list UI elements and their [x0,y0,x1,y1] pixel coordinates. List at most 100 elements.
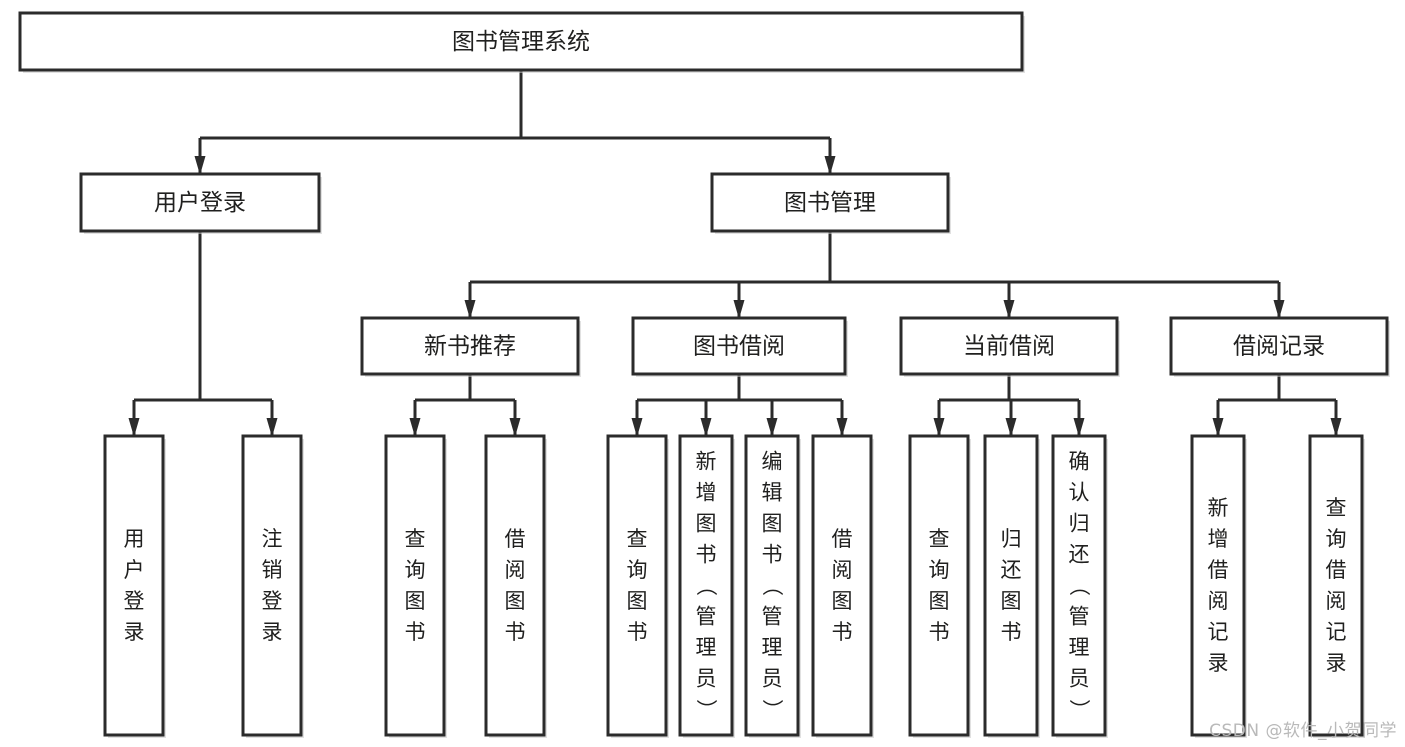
svg-text:录: 录 [1208,651,1229,675]
node-box[interactable] [710,172,950,233]
svg-text:图: 图 [762,512,783,536]
node-box[interactable] [908,434,970,737]
svg-text:询: 询 [405,558,426,582]
node-book-borrow[interactable]: 图书借阅 [631,316,848,377]
arrow-head-icon [1003,300,1015,319]
arrow-head-icon [631,418,643,437]
arrow-head-icon [766,418,778,437]
arrow-head-icon [1330,418,1342,437]
arrow-head-icon [700,418,712,437]
node-new-book-recommend[interactable]: 新书推荐 [360,316,581,377]
node-box[interactable] [79,172,321,233]
svg-text:员: 员 [696,667,717,691]
node-box[interactable] [103,434,165,737]
node-box[interactable] [1308,434,1364,737]
svg-text:记: 记 [1208,620,1229,644]
node-root[interactable]: 图书管理系统 [18,11,1025,73]
svg-text:借: 借 [1326,558,1347,582]
node-box[interactable] [1190,434,1246,737]
node-current-borrow[interactable]: 当前借阅 [899,316,1120,377]
node-box[interactable] [484,434,546,737]
node-box[interactable] [678,434,734,737]
arrow-head-icon [1073,418,1085,437]
svg-text:管: 管 [1069,605,1090,629]
svg-text:销: 销 [262,558,283,582]
svg-text:图: 图 [627,589,648,613]
svg-text:用: 用 [124,527,145,551]
node-box[interactable] [606,434,668,737]
arrow-head-icon [128,418,140,437]
svg-text:图: 图 [405,589,426,613]
svg-text:）: ） [694,699,718,720]
svg-text:书: 书 [696,543,717,567]
svg-text:录: 录 [262,620,283,644]
arrow-head-icon [409,418,421,437]
arrow-head-icon [194,156,206,175]
svg-text:录: 录 [124,620,145,644]
svg-text:书: 书 [627,620,648,644]
svg-text:登: 登 [262,589,283,613]
node-box[interactable] [811,434,873,737]
node-box[interactable] [18,11,1024,72]
svg-text:书: 书 [832,620,853,644]
svg-text:还: 还 [1069,543,1090,567]
arrow-head-icon [836,418,848,437]
node-label: 图书管理系统 [452,29,590,55]
svg-text:登: 登 [124,589,145,613]
node-box[interactable] [983,434,1039,737]
node-box[interactable] [1169,316,1389,376]
svg-text:借: 借 [832,527,853,551]
svg-text:记: 记 [1326,620,1347,644]
svg-text:户: 户 [124,558,145,582]
node-leaf-user-login[interactable]: 用户登录 [103,434,166,738]
node-borrow-record[interactable]: 借阅记录 [1169,316,1390,377]
svg-text:员: 员 [1069,667,1090,691]
node-user-login[interactable]: 用户登录 [79,172,322,234]
svg-text:图: 图 [696,512,717,536]
svg-text:还: 还 [1001,558,1022,582]
node-box[interactable] [899,316,1119,376]
svg-text:（: （ [760,575,784,596]
node-book-manage[interactable]: 图书管理 [710,172,951,234]
arrow-head-icon [464,300,476,319]
node-box[interactable] [631,316,847,376]
node-box[interactable] [360,316,580,376]
node-box[interactable] [1051,434,1107,737]
connector-group-book-manage [464,231,1285,319]
svg-text:员: 员 [762,667,783,691]
node-box[interactable] [241,434,303,737]
svg-text:归: 归 [1001,527,1022,551]
svg-text:查: 查 [405,527,426,551]
node-label: 借阅记录 [1233,334,1325,360]
node-box[interactable] [744,434,800,737]
node-label: 当前借阅 [963,334,1055,360]
node-box[interactable] [384,434,446,737]
svg-text:辑: 辑 [762,481,783,505]
svg-text:查: 查 [627,527,648,551]
connector-group-user-login [128,231,278,437]
connector-group-root [194,70,836,175]
arrow-head-icon [733,300,745,319]
svg-text:阅: 阅 [1326,589,1347,613]
connector-group-borrow-record [1212,374,1342,437]
node-label: 图书管理 [784,190,876,216]
node-label: 图书借阅 [693,334,785,360]
